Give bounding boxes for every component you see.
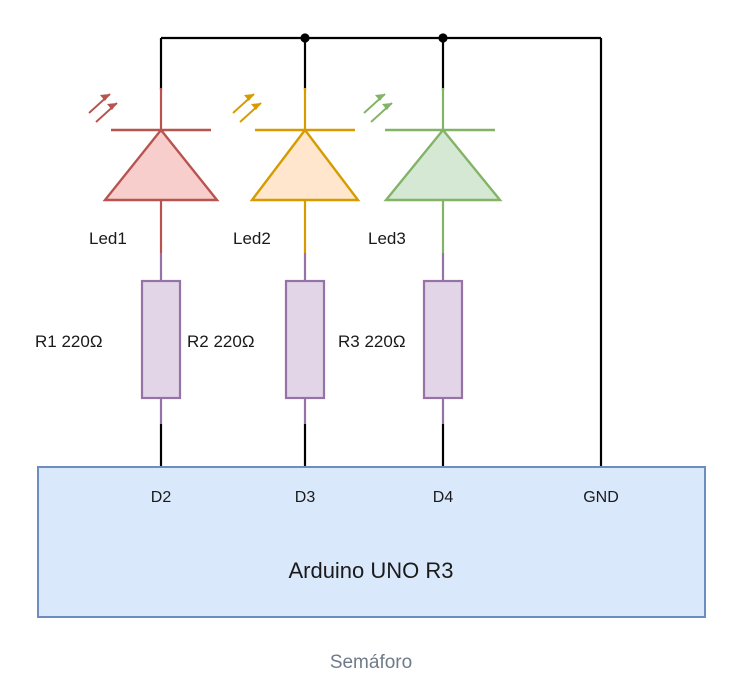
led-2-label: Led2 [233, 229, 271, 248]
resistor-3-label: R3 220Ω [338, 332, 406, 351]
pin-label-d3: D3 [295, 489, 316, 506]
led-2-emission-arrows-icon [232, 93, 262, 123]
pin-label-d2: D2 [151, 489, 172, 506]
led-3-triangle [383, 128, 503, 202]
resistor-1-label: R1 220Ω [35, 332, 103, 351]
arduino-board[interactable]: Arduino UNO R3 [37, 466, 706, 618]
resistor-1[interactable]: R1 220Ω [35, 253, 182, 467]
led-2-triangle [249, 128, 361, 202]
junction-dot-d4 [438, 33, 448, 43]
resistor-2-label: R2 220Ω [187, 332, 255, 351]
led-1-emission-arrows-icon [88, 93, 118, 123]
resistor-3[interactable]: R3 220Ω [338, 253, 464, 467]
pin-label-gnd: GND [583, 489, 619, 506]
ground-rail-wire [159, 36, 603, 467]
led-1[interactable]: Led1 [88, 88, 220, 253]
led-2[interactable]: Led2 [232, 88, 361, 253]
led-3[interactable]: Led3 [363, 88, 503, 253]
resistor-2[interactable]: R2 220Ω [187, 253, 326, 467]
resistor-2-body [284, 279, 326, 400]
led-3-label: Led3 [368, 229, 406, 248]
arduino-board-body [37, 466, 706, 618]
arduino-board-name: Arduino UNO R3 [288, 558, 453, 583]
led-1-triangle [102, 128, 220, 202]
junction-dot-d3 [300, 33, 310, 43]
pin-label-d4: D4 [433, 489, 454, 506]
resistor-3-body [422, 279, 464, 400]
resistor-1-body [140, 279, 182, 400]
diagram-caption: Semáforo [330, 652, 412, 673]
led-3-emission-arrows-icon [363, 93, 393, 123]
led-1-label: Led1 [89, 229, 127, 248]
